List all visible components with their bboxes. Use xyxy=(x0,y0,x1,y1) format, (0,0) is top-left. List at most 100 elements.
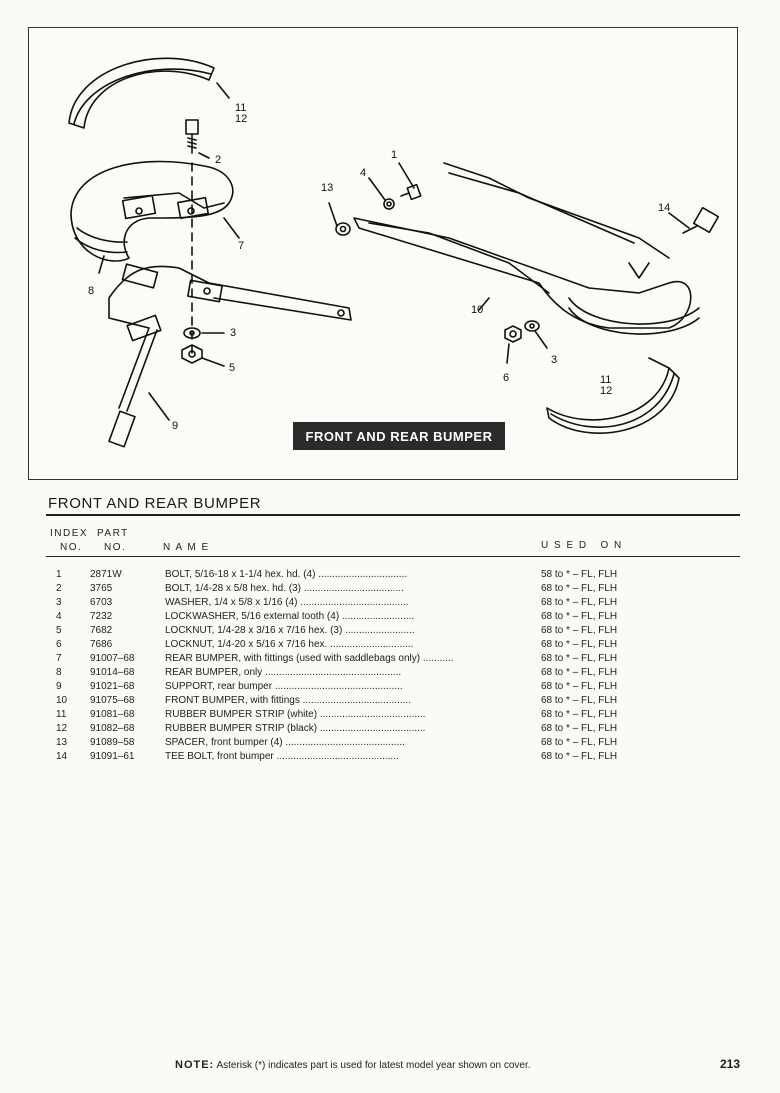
name-cell: BOLT, 5/16-18 x 1-1/4 hex. hd. (4) .....… xyxy=(165,569,408,580)
note-text: Asterisk (*) indicates part is used for … xyxy=(216,1060,531,1071)
used-on-cell: 68 to * – FL, FLH xyxy=(541,639,618,650)
callout-13: 13 xyxy=(321,182,334,194)
used-on-cell: 68 to * – FL, FLH xyxy=(541,709,618,720)
index-cell: 4 xyxy=(56,611,62,622)
name-cell: SUPPORT, rear bumper ...................… xyxy=(165,681,403,692)
used-on-cell: 68 to * – FL, FLH xyxy=(541,597,618,608)
callout-3-front: 3 xyxy=(551,354,558,366)
part-number-cell: 7682 xyxy=(90,625,113,636)
index-cell: 8 xyxy=(56,667,62,678)
callout-11: 11 xyxy=(235,102,247,114)
used-on-cell: 68 to * – FL, FLH xyxy=(541,723,618,734)
table-row: 1 2871W BOLT, 5/16-18 x 1-1/4 hex. hd. (… xyxy=(0,569,780,583)
section-title: FRONT AND REAR BUMPER xyxy=(48,495,262,512)
part-number-cell: 91089–58 xyxy=(90,737,135,748)
table-row: 8 91014–68 REAR BUMPER, only ...........… xyxy=(0,667,780,681)
callout-12: 12 xyxy=(235,113,248,125)
used-on-cell: 68 to * – FL, FLH xyxy=(541,667,618,678)
callout-11-front: 11 xyxy=(600,374,612,386)
note-label: NOTE: xyxy=(175,1059,215,1071)
index-cell: 2 xyxy=(56,583,62,594)
index-cell: 3 xyxy=(56,597,62,608)
name-cell: BOLT, 1/4-28 x 5/8 hex. hd. (3) ........… xyxy=(165,583,404,594)
rubber-strip-front-drawing xyxy=(546,367,680,434)
part-number-cell: 91021–68 xyxy=(90,681,135,692)
callout-1: 1 xyxy=(391,149,398,161)
rubber-strip-rear-drawing xyxy=(68,57,215,129)
parts-list: 1 2871W BOLT, 5/16-18 x 1-1/4 hex. hd. (… xyxy=(0,569,780,765)
callout-10: 10 xyxy=(471,304,484,316)
diagram-banner: FRONT AND REAR BUMPER xyxy=(293,422,505,450)
table-row: 10 91075–68 FRONT BUMPER, with fittings … xyxy=(0,695,780,709)
used-on-cell: 68 to * – FL, FLH xyxy=(541,583,618,594)
used-on-cell: 68 to * – FL, FLH xyxy=(541,695,618,706)
name-cell: RUBBER BUMPER STRIP (black) ............… xyxy=(165,723,426,734)
index-cell: 9 xyxy=(56,681,62,692)
table-row: 11 91081–68 RUBBER BUMPER STRIP (white) … xyxy=(0,709,780,723)
used-on-cell: 68 to * – FL, FLH xyxy=(541,681,618,692)
part-number-cell: 91075–68 xyxy=(90,695,135,706)
callout-7: 7 xyxy=(238,240,245,252)
header-part: PART xyxy=(97,528,129,539)
header-index: INDEX xyxy=(50,528,89,539)
callout-9: 9 xyxy=(172,420,179,432)
table-row: 3 6703 WASHER, 1/4 x 5/8 x 1/16 (4) ....… xyxy=(0,597,780,611)
index-cell: 11 xyxy=(56,709,67,720)
part-number-cell: 7232 xyxy=(90,611,113,622)
callout-2: 2 xyxy=(215,154,222,166)
part-number-cell: 91082–68 xyxy=(90,723,135,734)
callout-8: 8 xyxy=(88,285,95,297)
name-cell: SPACER, front bumper (4) ...............… xyxy=(165,737,405,748)
used-on-cell: 68 to * – FL, FLH xyxy=(541,625,618,636)
page-number: 213 xyxy=(720,1057,741,1071)
part-number-cell: 91007–68 xyxy=(90,653,135,664)
callout-12-front: 12 xyxy=(600,385,613,397)
index-cell: 13 xyxy=(56,737,68,748)
rear-bumper-drawing xyxy=(70,160,234,262)
table-row: 5 7682 LOCKNUT, 1/4-28 x 3/16 x 7/16 hex… xyxy=(0,625,780,639)
name-cell: REAR BUMPER, only ......................… xyxy=(165,667,402,678)
table-row: 12 91082–68 RUBBER BUMPER STRIP (black) … xyxy=(0,723,780,737)
title-divider xyxy=(46,514,740,516)
name-cell: TEE BOLT, front bumper .................… xyxy=(165,751,399,762)
name-cell: WASHER, 1/4 x 5/8 x 1/16 (4) ...........… xyxy=(165,597,409,608)
name-cell: FRONT BUMPER, with fittings ............… xyxy=(165,695,411,706)
index-cell: 12 xyxy=(56,723,68,734)
callout-14: 14 xyxy=(658,202,671,214)
front-bumper-drawing xyxy=(353,217,692,329)
exploded-view-drawing xyxy=(68,57,720,448)
index-cell: 6 xyxy=(56,639,62,650)
part-number-cell: 91091–61 xyxy=(90,751,135,762)
name-cell: REAR BUMPER, with fittings (used with sa… xyxy=(165,653,454,664)
used-on-cell: 68 to * – FL, FLH xyxy=(541,653,618,664)
header-used-on: U S E D O N xyxy=(541,540,623,551)
callout-4: 4 xyxy=(360,167,367,179)
part-number-cell: 7686 xyxy=(90,639,113,650)
name-cell: LOCKNUT, 1/4-20 x 5/16 x 7/16 hex. .....… xyxy=(165,639,414,650)
callout-5: 5 xyxy=(229,362,236,374)
header-part-no: NO. xyxy=(104,542,127,553)
part-number-cell: 91014–68 xyxy=(90,667,135,678)
used-on-cell: 68 to * – FL, FLH xyxy=(541,737,618,748)
index-cell: 10 xyxy=(56,695,68,706)
part-number-cell: 2871W xyxy=(90,569,122,580)
header-index-no: NO. xyxy=(60,542,83,553)
header-name: N A M E xyxy=(163,542,210,553)
index-cell: 1 xyxy=(56,569,62,580)
name-cell: LOCKNUT, 1/4-28 x 3/16 x 7/16 hex. (3) .… xyxy=(165,625,415,636)
parts-diagram: 11 12 2 7 8 3 5 9 1 4 13 14 10 6 3 11 12… xyxy=(28,27,738,480)
footnote: NOTE: Asterisk (*) indicates part is use… xyxy=(175,1059,531,1071)
index-cell: 14 xyxy=(56,751,68,762)
index-cell: 5 xyxy=(56,625,62,636)
used-on-cell: 68 to * – FL, FLH xyxy=(541,751,618,762)
callout-3-rear: 3 xyxy=(230,327,237,339)
part-number-cell: 3765 xyxy=(90,583,113,594)
header-divider xyxy=(46,556,740,557)
table-row: 13 91089–58 SPACER, front bumper (4) ...… xyxy=(0,737,780,751)
used-on-cell: 68 to * – FL, FLH xyxy=(541,611,618,622)
name-cell: LOCKWASHER, 5/16 external tooth (4) ....… xyxy=(165,611,415,622)
table-row: 7 91007–68 REAR BUMPER, with fittings (u… xyxy=(0,653,780,667)
callout-6: 6 xyxy=(503,372,510,384)
used-on-cell: 58 to * – FL, FLH xyxy=(541,569,618,580)
index-cell: 7 xyxy=(56,653,62,664)
